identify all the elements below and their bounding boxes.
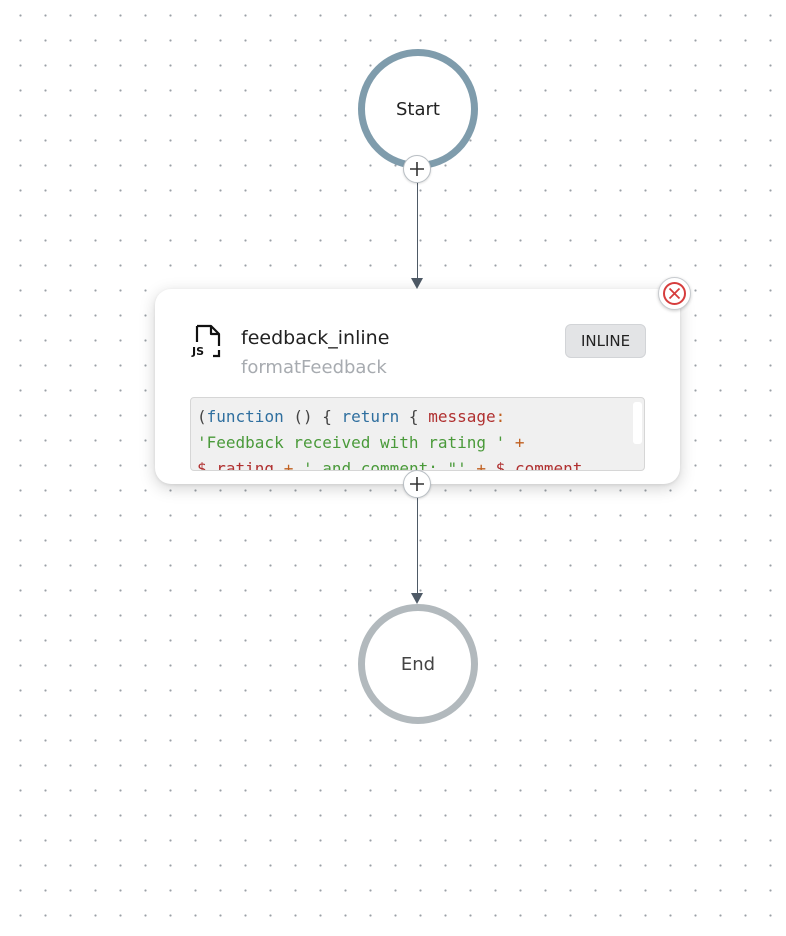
plus-icon xyxy=(410,162,424,176)
task-card[interactable]: JS feedback_inline formatFeedback INLINE… xyxy=(155,289,680,484)
add-task-button[interactable] xyxy=(403,470,431,498)
code-line: $.rating + ' and comment: "' + $.comment xyxy=(197,456,627,471)
arrow-icon xyxy=(411,593,423,604)
edge-start-to-task xyxy=(417,183,418,279)
start-node-label: Start xyxy=(396,98,440,120)
svg-text:JS: JS xyxy=(191,345,204,358)
code-line-3: $.rating + ' and comment: "' + $.comment xyxy=(197,459,583,471)
start-node[interactable]: Start xyxy=(358,49,478,169)
code-text: (function () { return { message: 'Feedbac… xyxy=(197,404,627,471)
remove-task-button[interactable] xyxy=(658,277,691,310)
code-line-1: (function () { return { message: xyxy=(197,407,506,426)
task-name: feedback_inline xyxy=(241,327,390,349)
code-scrollbar[interactable] xyxy=(633,402,642,444)
code-line: 'Feedback received with rating ' + xyxy=(197,430,627,456)
code-line-2: 'Feedback received with rating ' + xyxy=(197,433,525,452)
arrow-icon xyxy=(411,278,423,289)
close-icon xyxy=(663,282,686,305)
end-node[interactable]: End xyxy=(358,604,478,724)
end-node-label: End xyxy=(400,653,436,675)
code-preview[interactable]: (function () { return { message: 'Feedbac… xyxy=(190,397,645,471)
add-task-button[interactable] xyxy=(403,155,431,183)
task-reference-name: formatFeedback xyxy=(241,357,387,378)
js-file-icon: JS xyxy=(191,324,221,358)
plus-icon xyxy=(410,477,424,491)
task-type-badge: INLINE xyxy=(565,324,646,358)
code-line: (function () { return { message: xyxy=(197,404,627,430)
edge-task-to-end xyxy=(417,498,418,594)
